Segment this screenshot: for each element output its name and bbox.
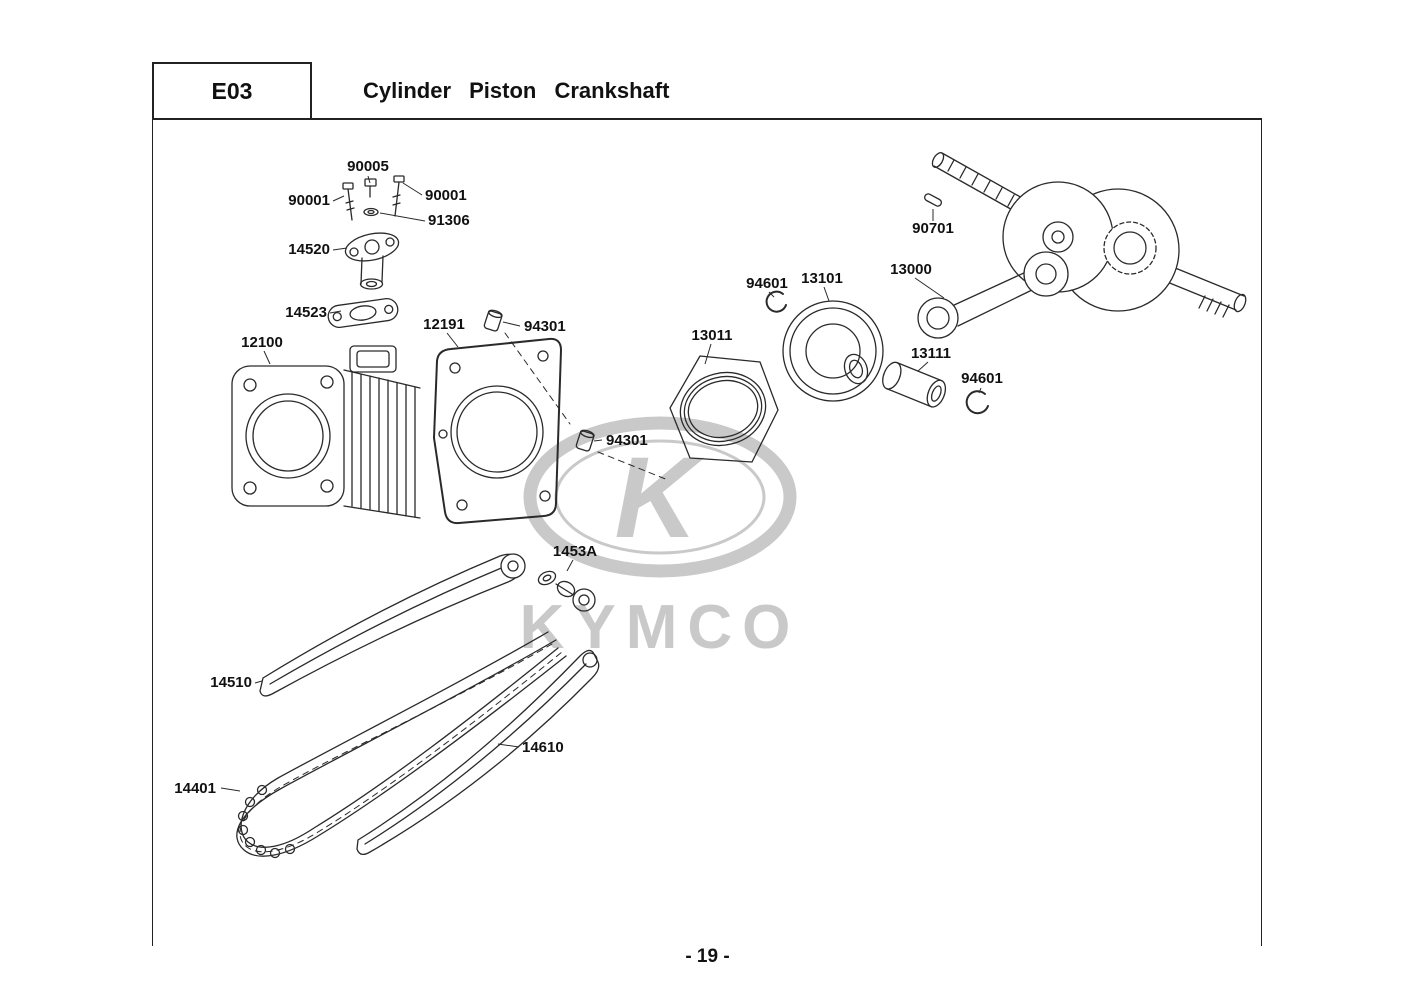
- part-label: 14610: [522, 739, 564, 756]
- frame-right-line: [1261, 118, 1262, 946]
- part-label: 94301: [606, 432, 648, 449]
- kymco-watermark: K KYMCO: [520, 416, 801, 662]
- chain-guide-b: [356, 649, 600, 856]
- circlip-a: [765, 290, 787, 313]
- piston-ring-set: [669, 355, 779, 463]
- part-label: 1453A: [553, 543, 597, 560]
- frame-left-line: [152, 118, 153, 946]
- crankshaft: [917, 152, 1247, 339]
- part-label: 14401: [174, 780, 216, 797]
- part-labels: 90005 90001 90001 91306 14520 14523 1210…: [174, 158, 1003, 797]
- piston-pin: [882, 361, 947, 408]
- part-label: 14520: [288, 241, 330, 258]
- page-number: - 19 -: [685, 946, 730, 967]
- part-label: 91306: [428, 212, 470, 229]
- part-label: 94601: [961, 370, 1003, 387]
- bolt-washer-group: [342, 175, 405, 221]
- cylinder: [231, 345, 421, 519]
- piston: [782, 300, 884, 402]
- page-title: Cylinder Piston Crankshaft: [363, 78, 670, 103]
- cylinder-gasket: [433, 337, 562, 525]
- watermark-logo-letter: K: [614, 434, 705, 562]
- part-label: 90701: [912, 220, 954, 237]
- part-label: 12100: [241, 334, 283, 351]
- part-label: 90001: [288, 192, 330, 209]
- frame-top-line: [152, 118, 1262, 120]
- parts-drawing: [231, 152, 1247, 859]
- dowel-pin-a: [483, 309, 503, 332]
- part-label: 13000: [890, 261, 932, 278]
- circlip-b: [965, 390, 989, 415]
- woodruff-key: [923, 193, 943, 207]
- part-label: 90005: [347, 158, 389, 175]
- part-label: 13111: [911, 345, 951, 362]
- part-label: 13011: [692, 327, 733, 344]
- part-label: 13101: [801, 270, 843, 287]
- chain-guide-a: [259, 553, 526, 697]
- part-label: 94601: [746, 275, 788, 292]
- section-code: E03: [211, 77, 253, 104]
- part-label: 94301: [524, 318, 566, 335]
- tensioner-gasket: [327, 298, 399, 328]
- alignment-dash-b: [597, 451, 669, 481]
- cam-chain: [236, 631, 567, 859]
- watermark-text: KYMCO: [520, 593, 801, 662]
- tensioner-setter: [537, 570, 596, 612]
- alignment-dash-a: [504, 332, 571, 425]
- part-label: 14510: [210, 674, 252, 691]
- part-label: 12191: [423, 316, 465, 333]
- dowel-pin-b: [575, 429, 595, 452]
- tensioner-lifter: [344, 232, 400, 290]
- part-label: 90001: [425, 187, 467, 204]
- leader-lines: [220, 175, 982, 792]
- part-label: 14523: [285, 304, 327, 321]
